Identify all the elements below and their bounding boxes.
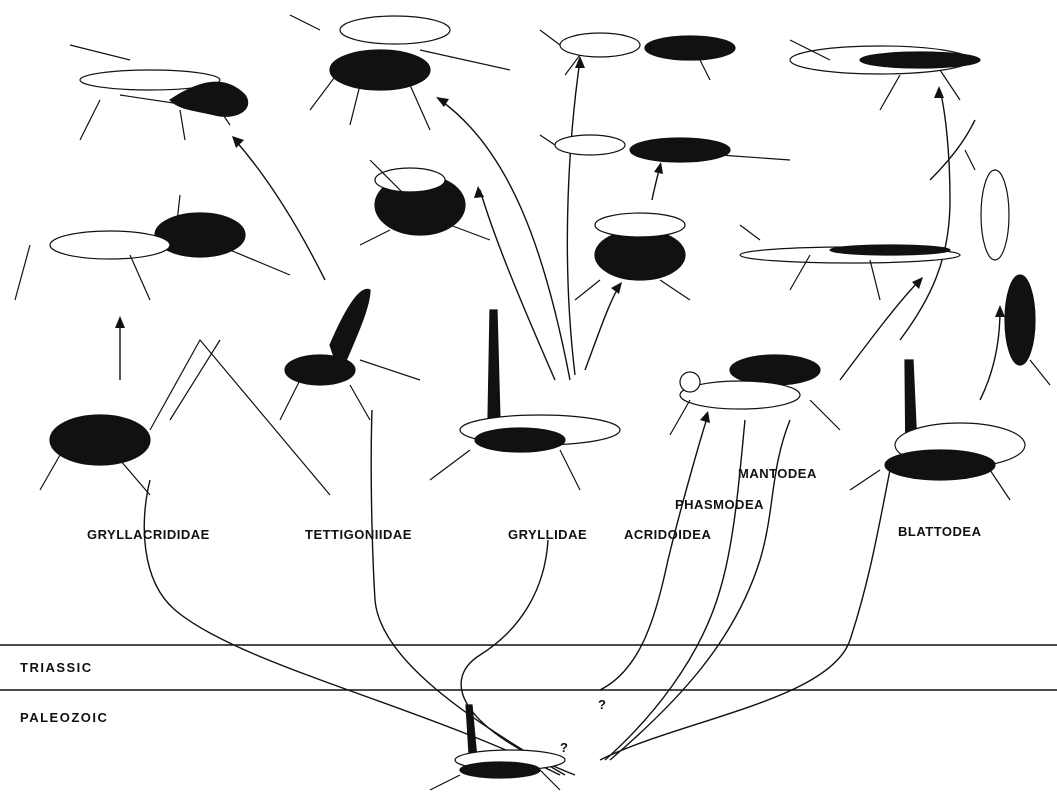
insect-illustration-top-4: [790, 40, 980, 110]
insect-illustration-top-1: [70, 45, 248, 140]
taxon-label-phasmodea: PHASMODEA: [675, 497, 764, 512]
taxon-label-gryllidae: GRYLLIDAE: [508, 527, 587, 542]
insect-illustration-mid-6: [15, 195, 290, 300]
arrow-blattodea-up-2: [930, 120, 975, 180]
arrow-gryllidae-up-3: [567, 60, 580, 375]
insect-illustration-mid-4: [740, 225, 960, 300]
insect-illustration-low-2: [280, 289, 420, 420]
insect-illustration-low-5: [850, 360, 1025, 500]
taxon-label-mantodea: MANTODEA: [738, 466, 817, 481]
lineage-blattodea: [600, 470, 890, 760]
insect-illustration-mid-3: [575, 213, 690, 300]
insect-illustration-ancestor: [430, 705, 565, 790]
lineage-gryllacrididae: [144, 480, 560, 775]
taxon-label-blattodea: BLATTODEA: [898, 524, 981, 539]
lineage-acridoidea: [600, 415, 708, 690]
insect-illustration-mid-1: [540, 135, 790, 162]
lineage-gryllidae: [461, 540, 575, 775]
period-label-triassic: TRIASSIC: [20, 660, 93, 675]
taxon-label-gryllacrididae: GRYLLACRIDIDAE: [87, 527, 210, 542]
insect-illustration-low-1: [40, 340, 330, 495]
arrow-mantodea-up: [900, 90, 950, 340]
uncertain-ancestor-mark: ?: [560, 740, 568, 755]
insect-illustration-low-3: [430, 310, 620, 490]
insect-illustration-top-3: [540, 30, 735, 80]
arrowheads: [115, 56, 1005, 423]
insect-illustration-top-2: [290, 15, 510, 130]
arrow-tettigoniidae-up: [235, 140, 325, 280]
arrow-blattodea-up: [980, 310, 1000, 400]
taxon-label-acridoidea: ACRIDOIDEA: [624, 527, 711, 542]
insect-illustration-mid-5: [965, 150, 1050, 385]
uncertain-branch-mark: ?: [598, 697, 606, 712]
insect-illustration-low-4: [670, 355, 840, 435]
arrow-gryllidae-up-4: [585, 285, 620, 370]
insect-illustration-mid-2: [360, 160, 490, 245]
taxon-label-tettigoniidae: TETTIGONIIDAE: [305, 527, 412, 542]
period-label-paleozoic: PALEOZOIC: [20, 710, 108, 725]
lineage-phasmodea: [605, 420, 745, 760]
